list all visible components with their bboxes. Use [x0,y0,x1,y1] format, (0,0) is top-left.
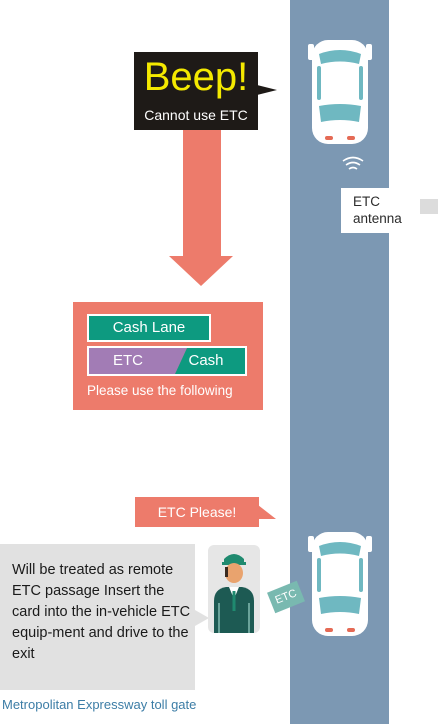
car-top [307,40,373,144]
remote-passage-notice: Will be treated as remote ETC passage In… [0,544,195,690]
cash-label: Cash [188,352,224,369]
toll-gate-caption: Metropolitan Expressway toll gate [2,697,197,712]
cash-lane-label: Cash Lane [87,314,211,342]
notice-text: Will be treated as remote ETC passage In… [12,562,191,662]
etc-please-tail [258,505,276,519]
beep-subtitle: Cannot use ETC [144,107,248,123]
beep-title: Beep! [143,55,249,99]
signal-waves-icon [340,154,366,174]
toll-attendant-icon [208,545,260,633]
beep-pointer [257,85,277,95]
car-bottom [307,532,373,636]
lane-guidance-sign: Cash Lane ETC Cash Please use the follow… [73,302,263,410]
etc-label: ETC [113,352,143,369]
etc-cash-label: ETC Cash [87,346,247,376]
beep-sign: Beep! Cannot use ETC [134,52,258,130]
etc-please-bubble: ETC Please! [135,497,259,527]
etc-antenna-label: ETC antenna [341,188,420,233]
down-arrow-icon [169,256,233,286]
antenna-label-line2: antenna [353,211,402,226]
notice-tail [195,610,209,626]
antenna-label-line1: ETC [353,194,380,209]
antenna-arm [420,199,438,214]
down-arrow-shaft [183,130,221,258]
sign-caption: Please use the following [87,383,233,398]
